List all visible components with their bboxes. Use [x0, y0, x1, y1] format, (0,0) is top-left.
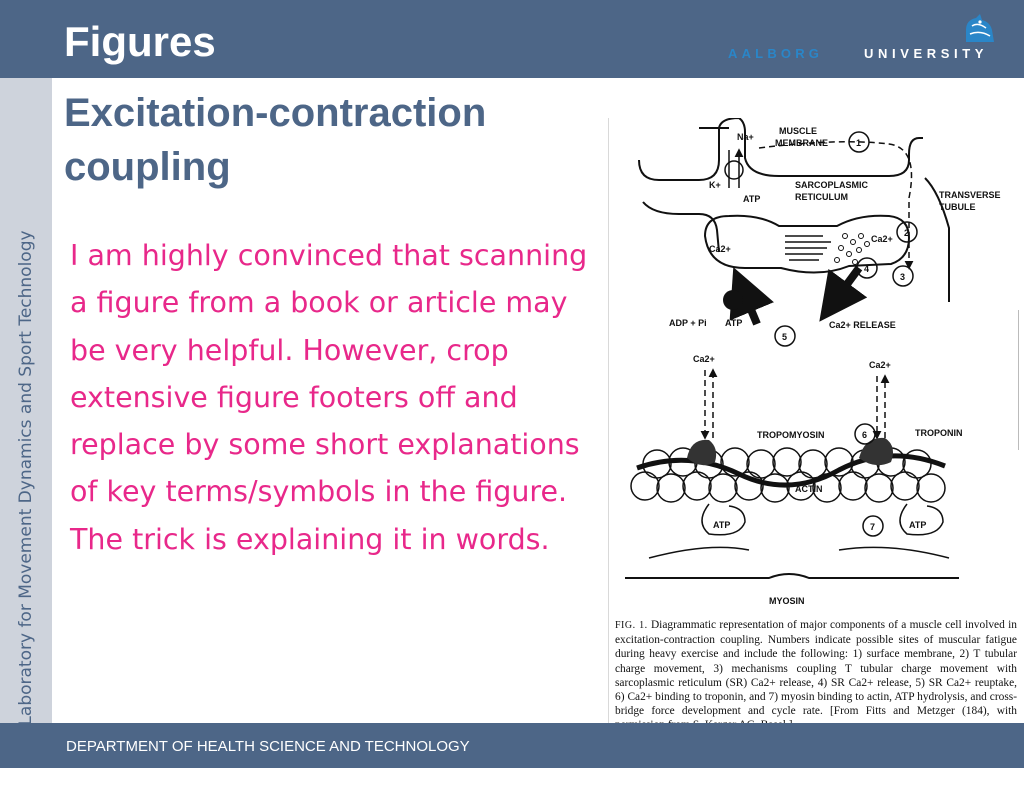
myosin-label: MYOSIN [769, 596, 805, 606]
step-number-circles [774, 131, 918, 537]
ca-right-label: Ca2+ [871, 234, 893, 244]
sr-pump-icon [723, 290, 743, 310]
actin-label: ACTIN [795, 484, 823, 494]
ca-left-label: Ca2+ [709, 244, 731, 254]
troponin-label: TROPONIN [915, 428, 963, 438]
troponin-right [859, 437, 893, 466]
atp-pump-label: ATP [725, 318, 742, 328]
aalborg-logo-icon [966, 14, 994, 42]
step-3-label: 3 [900, 272, 905, 282]
cell-membrane-outline [638, 118, 950, 302]
ca-release-arrow [819, 265, 868, 322]
sr-label-1: SARCOPLASMIC [795, 180, 869, 190]
transverse-tubule-dashed [758, 141, 914, 270]
ca-down-left-label: Ca2+ [693, 354, 715, 364]
myosin-heads [648, 503, 950, 559]
sr-label-2: RETICULUM [795, 192, 848, 202]
k-label: K+ [709, 180, 721, 190]
ion-pump-circle [724, 160, 744, 180]
ion-pump-arrows [728, 150, 739, 188]
step-7-label: 7 [870, 522, 875, 532]
header-bar [0, 0, 1024, 78]
sidebar: Laboratory for Movement Dynamics and Spo… [0, 78, 52, 726]
sr-granules [834, 233, 870, 265]
ca-down-right-label: Ca2+ [869, 360, 891, 370]
tt-label-1: TRANSVERSE [939, 190, 1001, 200]
atp-left-label: ATP [713, 520, 730, 530]
step-4-label: 4 [864, 264, 869, 274]
tt-label-2: TUBULE [939, 202, 976, 212]
ca-reuptake-arrow [729, 267, 774, 326]
muscle-membrane-label-2: MEMBRANE [775, 138, 828, 148]
sidebar-lab-label: Laboratory for Movement Dynamics and Spo… [16, 230, 36, 726]
logo-university-text: UNIVERSITY [864, 46, 989, 61]
deck-title: Figures [64, 18, 216, 65]
logo-aalborg-text: AALBORG [728, 46, 824, 61]
na-label: Na+ [737, 132, 754, 142]
footer-department: DEPARTMENT OF HEALTH SCIENCE AND TECHNOL… [66, 738, 470, 755]
edge-divider [1018, 310, 1024, 450]
step-6-label: 6 [862, 430, 867, 440]
step-2-label: 2 [904, 228, 909, 238]
atp-top-label: ATP [743, 194, 760, 204]
excitation-contraction-diagram: Na+ K+ ATP MUSCLE MEMBRANE SARCOPLASMIC … [625, 118, 1001, 606]
figure-caption-text: Diagrammatic representation of major com… [615, 619, 1017, 731]
slide-body-text: I am highly convinced that scanning a fi… [70, 239, 588, 556]
adp-label: ADP + Pi [669, 318, 707, 328]
ca-diffusion-arrows [700, 368, 890, 440]
university-logo: AALBORG UNIVERSITY [728, 10, 1018, 70]
myosin-filament [625, 573, 959, 579]
tropomyosin-label: TROPOMYOSIN [757, 430, 825, 440]
atp-right-label: ATP [909, 520, 926, 530]
ca-release-label: Ca2+ RELEASE [829, 320, 896, 330]
figure-caption: FIG. 1. Diagrammatic representation of m… [615, 618, 1017, 733]
step-1-label: 1 [856, 138, 861, 148]
slide-title: Excitation-contraction coupling [64, 91, 487, 189]
figure-caption-label: FIG. 1. [615, 620, 648, 631]
troponin-left [687, 439, 717, 466]
scanned-figure: Na+ K+ ATP MUSCLE MEMBRANE SARCOPLASMIC … [608, 118, 1024, 768]
sarcoplasmic-reticulum [703, 214, 911, 274]
muscle-membrane-label-1: MUSCLE [779, 126, 817, 136]
step-5-label: 5 [782, 332, 787, 342]
footer-bar [0, 723, 1024, 768]
